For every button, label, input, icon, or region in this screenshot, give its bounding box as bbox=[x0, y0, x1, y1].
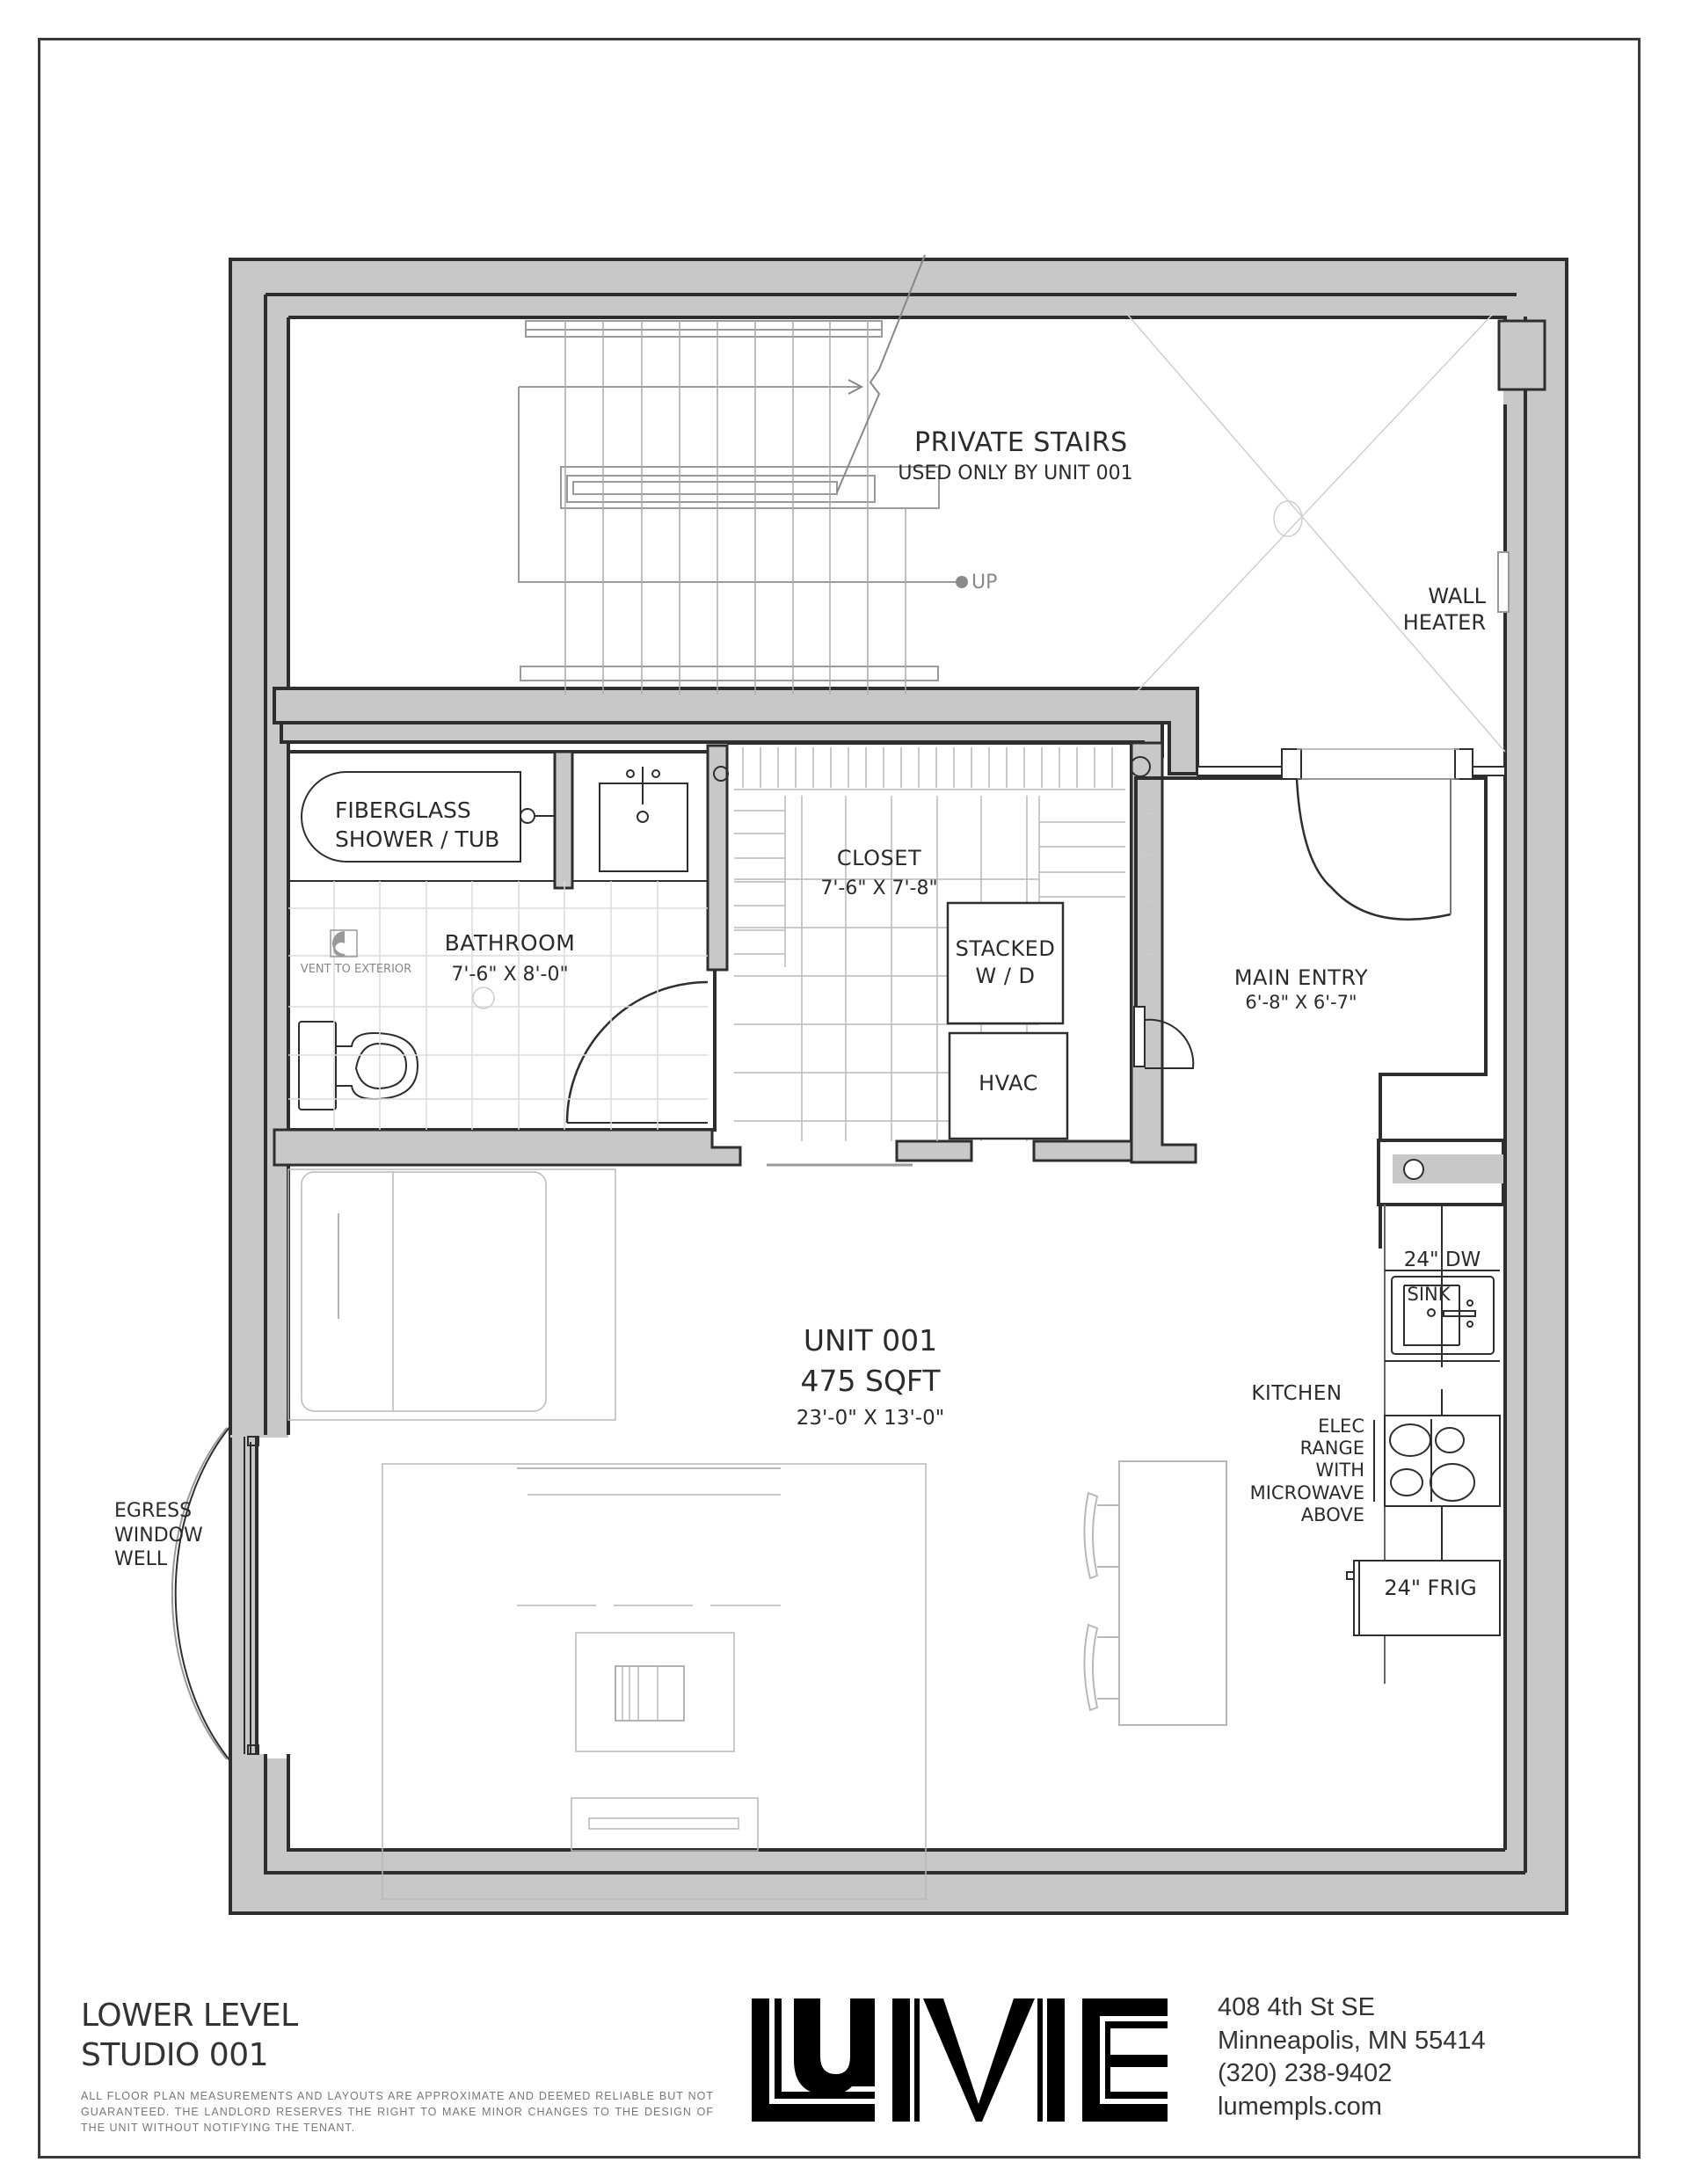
lume-logo bbox=[752, 1998, 1168, 2122]
private-stairs-subtitle: USED ONLY BY UNIT 001 bbox=[898, 462, 1133, 484]
sink-label: SINK bbox=[1407, 1284, 1451, 1305]
disclaimer: ALL FLOOR PLAN MEASUREMENTS AND LAYOUTS … bbox=[81, 2090, 714, 2135]
address-line1: 408 4th St SE bbox=[1218, 1993, 1375, 2021]
staircase bbox=[518, 254, 958, 695]
washer-dryer-label: STACKED W / D bbox=[955, 936, 1056, 989]
egress-label: EGRESS WINDOW WELL bbox=[114, 1500, 203, 1570]
kitchen-label: KITCHEN bbox=[1251, 1382, 1342, 1405]
address-line2: Minneapolis, MN 55414 bbox=[1218, 2026, 1486, 2055]
bathroom-dims: 7'-6" X 8'-0" bbox=[451, 964, 569, 986]
level-label: LOWER LEVEL bbox=[81, 1998, 298, 2034]
tub-label: FIBERGLASS SHOWER / TUB bbox=[335, 797, 500, 852]
unit-label: STUDIO 001 bbox=[81, 2037, 269, 2073]
bathroom-name: BATHROOM bbox=[444, 930, 576, 956]
page-border bbox=[38, 38, 1641, 2159]
dishwasher-label: 24" DW bbox=[1403, 1249, 1481, 1271]
closet-dims: 7'-6" X 7'-8" bbox=[820, 877, 938, 899]
stair-up-label: UP bbox=[971, 571, 998, 593]
phone: (320) 238-9402 bbox=[1218, 2059, 1393, 2088]
tub-outline bbox=[301, 771, 521, 863]
hvac-label: HVAC bbox=[979, 1071, 1038, 1096]
private-stairs-title: PRIVATE STAIRS bbox=[914, 427, 1128, 458]
toilet-tank bbox=[298, 1021, 337, 1110]
unit-name: UNIT 001 bbox=[803, 1323, 938, 1358]
vent-icon bbox=[330, 929, 358, 957]
closet-name: CLOSET bbox=[836, 846, 922, 870]
main-entry-name: MAIN ENTRY bbox=[1233, 965, 1369, 990]
stair-up-dot bbox=[956, 576, 968, 588]
wall-heater-label: WALL HEATER bbox=[1402, 584, 1486, 635]
plan-title: LOWER LEVEL STUDIO 001 bbox=[81, 1996, 298, 2075]
egress-window bbox=[171, 1425, 259, 1762]
kitchen-counter bbox=[1346, 1139, 1505, 1684]
vent-label: VENT TO EXTERIOR bbox=[300, 963, 412, 976]
hvac-box bbox=[948, 1031, 1069, 1140]
unit-area: 475 SQFT bbox=[800, 1364, 941, 1398]
unit-dims: 23'-0" X 13'-0" bbox=[796, 1407, 945, 1430]
main-entry-dims: 6'-8" X 6'-7" bbox=[1245, 992, 1357, 1013]
wall-heater-icon bbox=[1497, 551, 1510, 613]
range-label: ELEC RANGE WITH MICROWAVE ABOVE bbox=[1249, 1416, 1364, 1525]
website-link[interactable]: lumempls.com bbox=[1218, 2093, 1382, 2122]
washer-dryer-box bbox=[946, 901, 1065, 1025]
fridge-label: 24" FRIG bbox=[1384, 1576, 1477, 1600]
contact-block: 408 4th St SE Minneapolis, MN 55414 (320… bbox=[1218, 1991, 1486, 2124]
